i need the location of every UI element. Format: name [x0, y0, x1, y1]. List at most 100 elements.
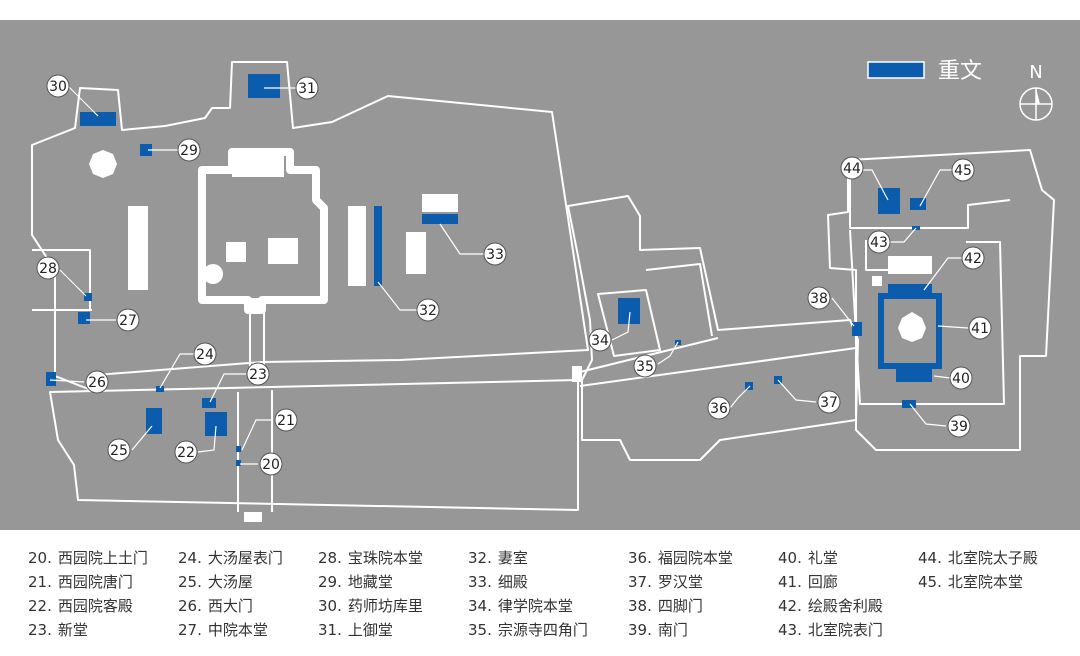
temple-site-map: 30 31 29 32 33 28 27 26 24 23 25 22 21 2…	[0, 20, 1080, 530]
white-buildings	[89, 150, 932, 522]
building-36	[745, 382, 753, 390]
round-pagoda	[203, 264, 223, 284]
index-name: 地藏堂	[347, 573, 393, 591]
svg-text:24: 24	[196, 347, 214, 363]
building-39	[902, 400, 916, 408]
index-name: 宗源寺四角门	[497, 621, 588, 639]
callout-27: 27	[116, 308, 140, 332]
callout-33: 33	[483, 242, 507, 266]
index-entry: 28.宝珠院本堂	[318, 546, 423, 570]
index-entry: 33.细殿	[468, 570, 588, 594]
callout-38: 38	[807, 286, 831, 310]
hall-east-long	[348, 206, 366, 286]
compass-needle-icon	[1036, 88, 1040, 104]
index-entry: 23.新堂	[28, 618, 148, 642]
building-34	[618, 298, 640, 324]
svg-text:33: 33	[486, 247, 504, 263]
building-30	[80, 112, 116, 126]
index-name: 西大门	[207, 597, 253, 615]
index-name: 西园院上土门	[57, 549, 148, 567]
callout-25: 25	[107, 438, 131, 462]
svg-text:28: 28	[39, 261, 57, 277]
svg-text:45: 45	[954, 163, 972, 179]
svg-text:34: 34	[591, 333, 609, 349]
index-name: 律学院本堂	[497, 597, 573, 615]
octagon-hall-east	[898, 312, 926, 342]
building-41-cloister	[878, 293, 942, 369]
svg-text:22: 22	[177, 445, 195, 461]
index-number: 24.	[178, 549, 202, 567]
index-name: 罗汉堂	[657, 573, 703, 591]
building-32	[374, 206, 382, 286]
index-entry: 29.地藏堂	[318, 570, 423, 594]
index-name: 回廊	[807, 573, 838, 591]
index-name: 上御堂	[347, 621, 393, 639]
index-number: 26.	[178, 597, 202, 615]
callout-23: 23	[246, 362, 270, 386]
index-entry: 31. 上御堂	[318, 618, 423, 642]
index-number: 20.	[28, 549, 52, 567]
building-21	[236, 446, 241, 452]
building-33	[422, 214, 458, 224]
index-number: 28.	[318, 549, 342, 567]
svg-text:21: 21	[277, 413, 295, 429]
hall-north-gate	[232, 153, 284, 177]
index-number: 45.	[918, 573, 942, 591]
leader-lines	[49, 85, 969, 465]
north-arrow: N	[1019, 62, 1053, 121]
small-hall-b	[268, 238, 298, 264]
index-name: 中院本堂	[207, 621, 268, 639]
index-entry: 43.北室院表门	[778, 618, 883, 642]
small-square-east	[872, 276, 882, 286]
svg-text:39: 39	[950, 419, 968, 435]
callouts: 30 31 29 32 33 28 27 26 24 23 25 22 21 2…	[36, 74, 992, 476]
index-entry: 34.律学院本堂	[468, 594, 588, 618]
svg-text:32: 32	[419, 303, 437, 319]
building-22	[205, 412, 227, 436]
index-number: 22.	[28, 597, 52, 615]
index-number: 37.	[628, 573, 652, 591]
index-entry: 24. 大汤屋表门	[178, 546, 283, 570]
index-number: 41.	[778, 573, 802, 591]
index-name: 西园院唐门	[57, 573, 133, 591]
callout-44: 44	[840, 156, 864, 180]
building-45	[910, 198, 926, 210]
callout-32: 32	[416, 298, 440, 322]
important-buildings	[46, 74, 932, 466]
index-number: 39.	[628, 621, 652, 639]
index-entry: 41. 回廊	[778, 570, 883, 594]
index-name: 四脚门	[657, 597, 703, 615]
hall-42-top	[888, 256, 932, 274]
index-number: 30.	[318, 597, 342, 615]
svg-text:26: 26	[88, 375, 106, 391]
index-name: 大汤屋表门	[207, 549, 283, 567]
svg-text:43: 43	[870, 235, 888, 251]
gate-lower-bottom	[244, 512, 262, 522]
index-name: 西园院客殿	[57, 597, 133, 615]
site-outlines	[31, 61, 1055, 512]
index-entry: 25.大汤屋	[178, 570, 283, 594]
index-name: 北室院本堂	[947, 573, 1023, 591]
callout-45: 45	[951, 158, 975, 182]
legend-label: 重文	[938, 59, 982, 84]
svg-text:23: 23	[249, 367, 267, 383]
building-23	[202, 398, 216, 408]
index-entry: 26. 西大门	[178, 594, 283, 618]
index-number: 42.	[778, 597, 802, 615]
index-number: 33.	[468, 573, 492, 591]
building-38	[852, 322, 862, 336]
index-number: 36.	[628, 549, 652, 567]
octagon-hall-west	[89, 150, 117, 178]
index-name: 妻室	[497, 549, 528, 567]
callout-31: 31	[295, 76, 319, 100]
building-20	[236, 460, 241, 466]
building-26	[46, 372, 56, 386]
index-number: 31.	[318, 621, 342, 639]
index-entry: 42.绘殿舍利殿	[778, 594, 883, 618]
gate-south	[249, 298, 263, 310]
